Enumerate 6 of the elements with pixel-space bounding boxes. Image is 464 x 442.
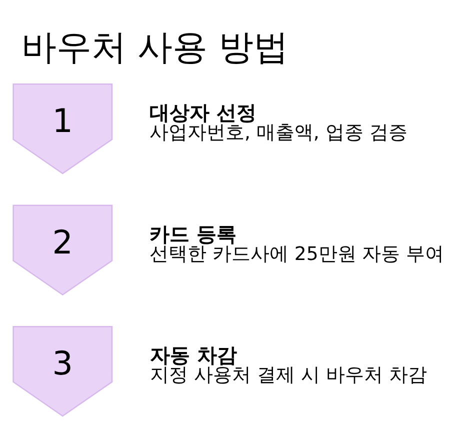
diagram-title: 바우처 사용 방법 [21, 28, 289, 68]
node-label: 대상자 선정 [150, 100, 256, 124]
node-label: 카드 등록 [150, 222, 236, 246]
node-label: 자동 차감 [150, 343, 238, 367]
node-label: 사업자번호, 매출액, 업종 검증 [150, 122, 408, 144]
node-label: 선택한 카드사에 25만원 자동 부여 [150, 244, 444, 265]
